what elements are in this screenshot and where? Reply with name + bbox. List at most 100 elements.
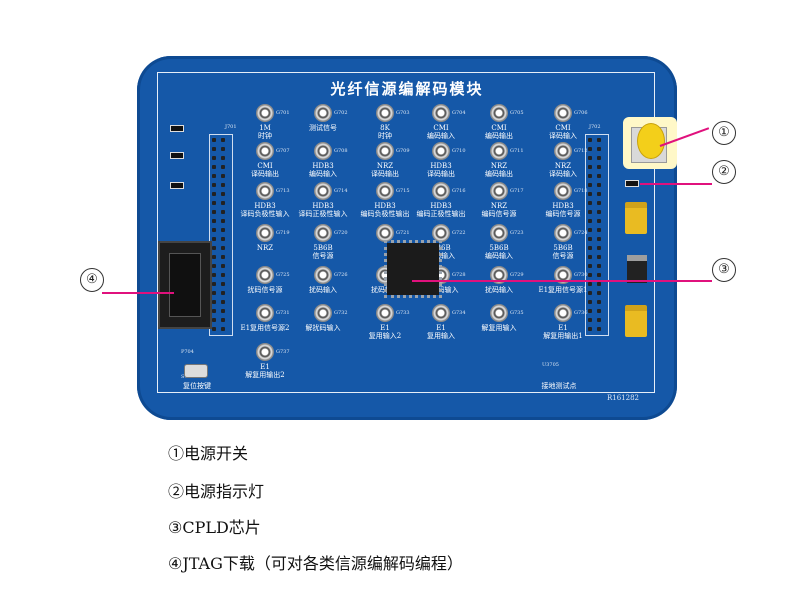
reset-label: 复位按键	[183, 382, 211, 390]
test-jack[interactable]	[314, 182, 332, 200]
cpld-chip	[384, 240, 442, 298]
callout-line-4	[102, 292, 174, 294]
test-jack[interactable]	[376, 182, 394, 200]
jack-label: CMI 译码输出	[251, 162, 279, 178]
header-pin	[212, 147, 216, 151]
jack-ref: G730	[574, 272, 588, 278]
ground-label: 接地测试点	[541, 382, 577, 390]
header-pin	[212, 264, 216, 268]
header-pin	[597, 327, 601, 331]
test-jack[interactable]	[490, 224, 508, 242]
header-pin	[221, 282, 225, 286]
test-jack[interactable]	[256, 142, 274, 160]
test-jack[interactable]	[256, 304, 274, 322]
legend-num-2: ②	[168, 482, 185, 501]
test-jack[interactable]	[256, 104, 274, 122]
header-pin	[221, 291, 225, 295]
switch-cap[interactable]	[637, 123, 665, 159]
header-pin	[221, 210, 225, 214]
test-jack[interactable]	[554, 142, 572, 160]
jack-label: 解扰码输入	[305, 324, 341, 332]
header-pin	[588, 156, 592, 160]
jumper-1	[170, 125, 184, 132]
callout-marker-2: ②	[712, 160, 736, 184]
test-jack[interactable]	[256, 182, 274, 200]
header-pin	[588, 291, 592, 295]
jack-ref: G714	[334, 188, 348, 194]
test-jack[interactable]	[432, 104, 450, 122]
test-jack[interactable]	[554, 104, 572, 122]
test-jack[interactable]	[314, 142, 332, 160]
test-jack[interactable]	[490, 266, 508, 284]
callout-line-3	[412, 280, 712, 282]
test-jack[interactable]	[256, 343, 274, 361]
jack-label: HDB3 编码正极性输出	[416, 202, 466, 218]
header-pin	[588, 273, 592, 277]
test-jack[interactable]	[314, 224, 332, 242]
silk-border-bottom	[157, 392, 655, 393]
jack-ref: G713	[276, 188, 290, 194]
test-jack[interactable]	[256, 266, 274, 284]
header-pin	[221, 255, 225, 259]
legend-text-4: JTAG下载（可对各类信源编解码编程）	[182, 554, 463, 573]
legend-text-2: 电源指示灯	[184, 482, 265, 501]
header-pin	[597, 156, 601, 160]
test-jack[interactable]	[314, 104, 332, 122]
header-pin	[588, 201, 592, 205]
legend-num-4: ④	[168, 554, 183, 573]
test-jack[interactable]	[376, 104, 394, 122]
jack-ref: G735	[510, 310, 524, 316]
header-pin	[221, 273, 225, 277]
test-jack[interactable]	[256, 224, 274, 242]
jack-ref: G715	[396, 188, 410, 194]
test-jack[interactable]	[554, 182, 572, 200]
test-jack[interactable]	[490, 304, 508, 322]
test-jack[interactable]	[490, 142, 508, 160]
header-pin	[212, 210, 216, 214]
header-pin	[597, 201, 601, 205]
legend-text-1: 电源开关	[184, 444, 249, 463]
test-jack[interactable]	[554, 304, 572, 322]
jack-label: 扰码输出	[371, 286, 399, 294]
jack-ref: G711	[510, 148, 524, 154]
test-jack[interactable]	[554, 224, 572, 242]
test-jack[interactable]	[554, 266, 572, 284]
header-pin	[212, 291, 216, 295]
test-jack[interactable]	[432, 142, 450, 160]
header-pin	[588, 237, 592, 241]
test-jack[interactable]	[432, 224, 450, 242]
jumper-3	[170, 182, 184, 189]
test-jack[interactable]	[490, 182, 508, 200]
header-pin	[588, 192, 592, 196]
header-pin	[597, 192, 601, 196]
jack-label: 5B6B 信号源	[552, 244, 574, 260]
jack-ref: G725	[276, 272, 290, 278]
header-pin	[221, 300, 225, 304]
header-pin	[212, 255, 216, 259]
jack-ref: G733	[396, 310, 410, 316]
header-pin	[588, 138, 592, 142]
test-jack[interactable]	[432, 304, 450, 322]
header-pin	[597, 138, 601, 142]
header-pin	[221, 264, 225, 268]
jack-ref: G729	[510, 272, 524, 278]
test-jack[interactable]	[376, 224, 394, 242]
jack-label: E1 解复用输出2	[245, 363, 285, 379]
test-jack[interactable]	[376, 142, 394, 160]
header-pin	[212, 282, 216, 286]
header-pin	[221, 246, 225, 250]
jack-label: 测试信号	[309, 124, 337, 132]
jack-label: E1复用信号源2	[240, 324, 290, 332]
header-pin	[221, 318, 225, 322]
jtag-connector[interactable]	[158, 241, 212, 329]
test-jack[interactable]	[490, 104, 508, 122]
jack-label: 8K 时钟	[378, 124, 392, 140]
test-jack[interactable]	[314, 266, 332, 284]
test-jack[interactable]	[376, 304, 394, 322]
legend-row-1: ①电源开关	[168, 440, 248, 464]
jack-label: HDB3 编码信号源	[545, 202, 581, 218]
test-jack[interactable]	[314, 304, 332, 322]
reset-button[interactable]	[184, 364, 208, 378]
test-jack[interactable]	[432, 182, 450, 200]
header-right-ref: J702	[589, 124, 601, 130]
